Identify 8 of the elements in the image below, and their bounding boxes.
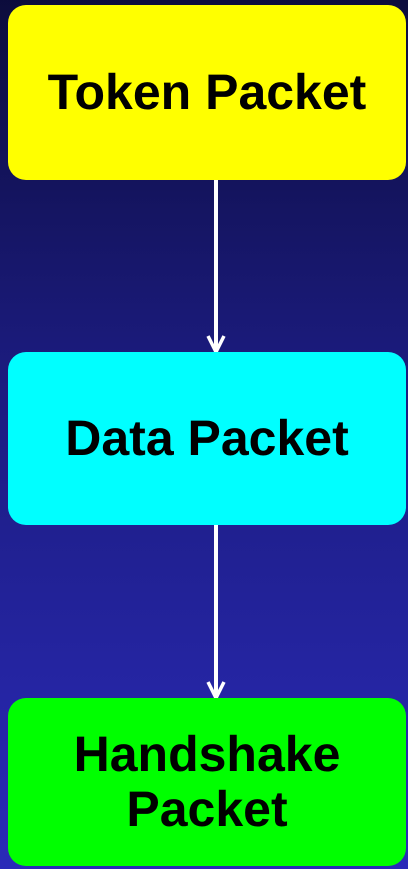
packet-box <box>8 698 406 866</box>
arrow <box>206 180 226 354</box>
arrow <box>206 525 226 700</box>
packet-label: Handshake Packet <box>72 727 342 837</box>
packet-label: Data Packet <box>65 411 349 466</box>
packet-label: Token Packet <box>48 65 366 120</box>
packet-box <box>8 5 406 180</box>
packet-box <box>8 352 406 525</box>
